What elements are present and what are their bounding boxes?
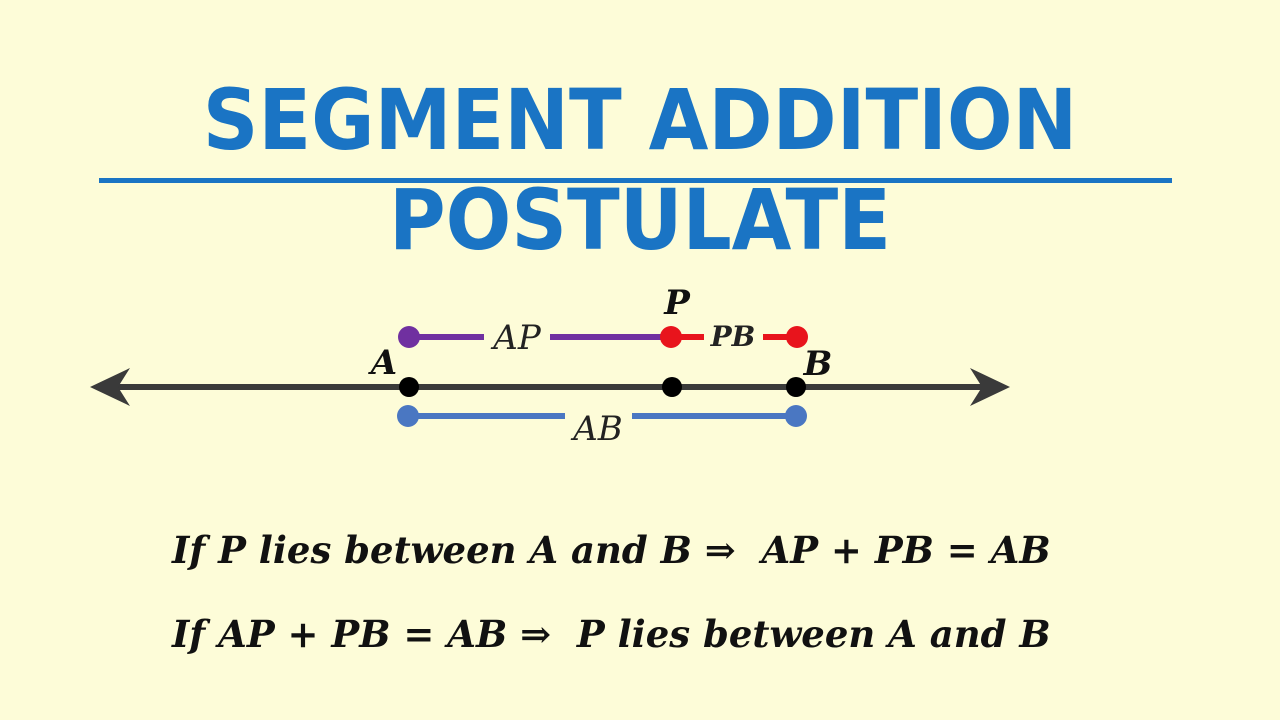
point-b-label: B xyxy=(803,344,833,384)
statement-converse: If AP + PB = AB ⇒ P lies between A and B xyxy=(172,612,1051,656)
right-arrow-icon xyxy=(970,368,1010,406)
statement-forward: If P lies between A and B ⇒ AP + PB = AB xyxy=(172,528,1051,572)
title-underline xyxy=(99,178,1172,183)
ab-endpoint-b xyxy=(785,405,807,427)
pb-endpoint-p xyxy=(660,326,682,348)
page-title: SEGMENT ADDITION POSTULATE xyxy=(202,71,1078,269)
ab-label: AB xyxy=(570,409,623,449)
left-arrow-icon xyxy=(90,368,130,406)
point-a-label: A xyxy=(368,343,397,383)
point-a xyxy=(399,377,419,397)
point-p-label: P xyxy=(663,283,691,323)
point-p xyxy=(662,377,682,397)
pb-endpoint-b xyxy=(786,326,808,348)
ap-endpoint-a xyxy=(398,326,420,348)
pb-label: PB xyxy=(710,320,756,353)
point-b xyxy=(786,377,806,397)
ab-endpoint-a xyxy=(397,405,419,427)
ap-label: AP xyxy=(490,318,542,358)
